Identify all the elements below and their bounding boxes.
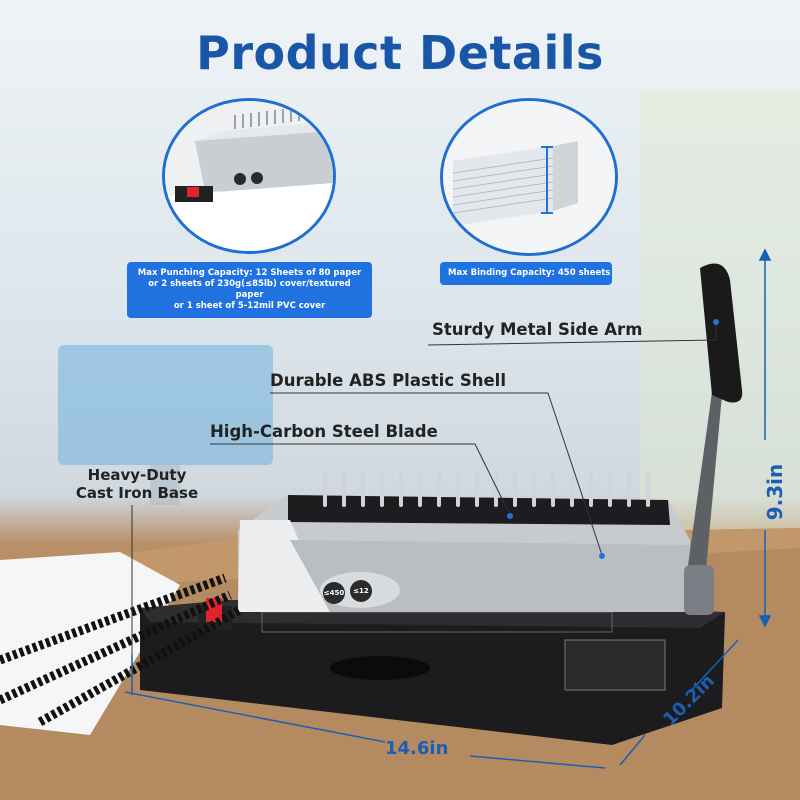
callout-cast-iron-base: Heavy-Duty Cast Iron Base — [72, 466, 202, 502]
punch-detail-illustration — [165, 101, 333, 251]
dimension-width: 14.6in — [385, 738, 449, 759]
punch-capacity-badge: ≤12 — [350, 580, 372, 602]
callout-base-line2: Cast Iron Base — [75, 484, 199, 502]
callout-steel-blade: High-Carbon Steel Blade — [210, 422, 438, 441]
callout-base-line1: Heavy-Duty — [87, 466, 187, 484]
dimension-height: 9.3in — [763, 463, 787, 521]
binding-detail-circle — [440, 98, 618, 256]
punch-detail-circle — [162, 98, 336, 254]
callout-plastic-shell: Durable ABS Plastic Shell — [270, 371, 506, 390]
callout-side-arm: Sturdy Metal Side Arm — [432, 320, 643, 339]
paper-stack-illustration — [443, 101, 615, 253]
page-title: Product Details — [196, 26, 604, 80]
sheet-capacity-badge: ≤450 — [323, 582, 345, 604]
punching-capacity-caption: Max Punching Capacity: 12 Sheets of 80 p… — [127, 262, 372, 318]
binding-capacity-caption: Max Binding Capacity: 450 sheets — [440, 262, 612, 285]
